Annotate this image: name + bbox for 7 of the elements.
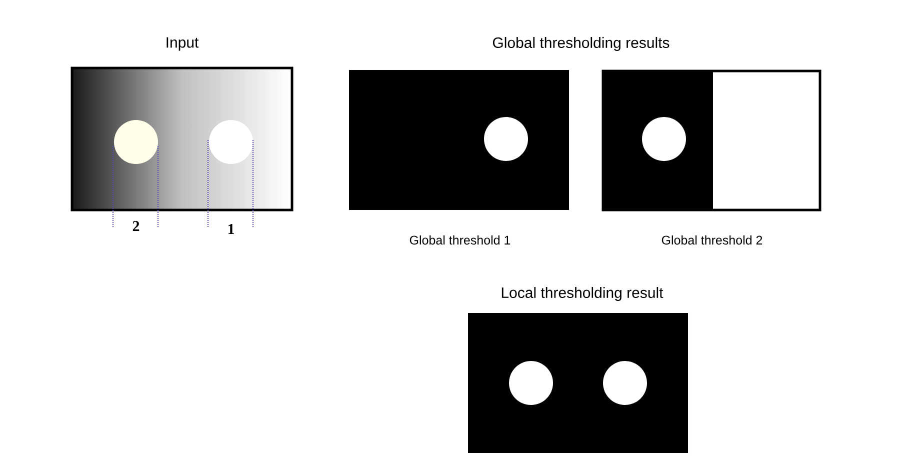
region-number: 2: [132, 221, 140, 231]
panel-heading: Input: [166, 37, 199, 51]
panel-caption: Global threshold 1: [410, 235, 510, 245]
panel-caption: Global threshold 2: [662, 235, 762, 245]
region-number: 1: [228, 224, 234, 234]
panel-heading: Local thresholding result: [502, 287, 664, 301]
panel-heading: Global thresholding results: [492, 37, 670, 51]
